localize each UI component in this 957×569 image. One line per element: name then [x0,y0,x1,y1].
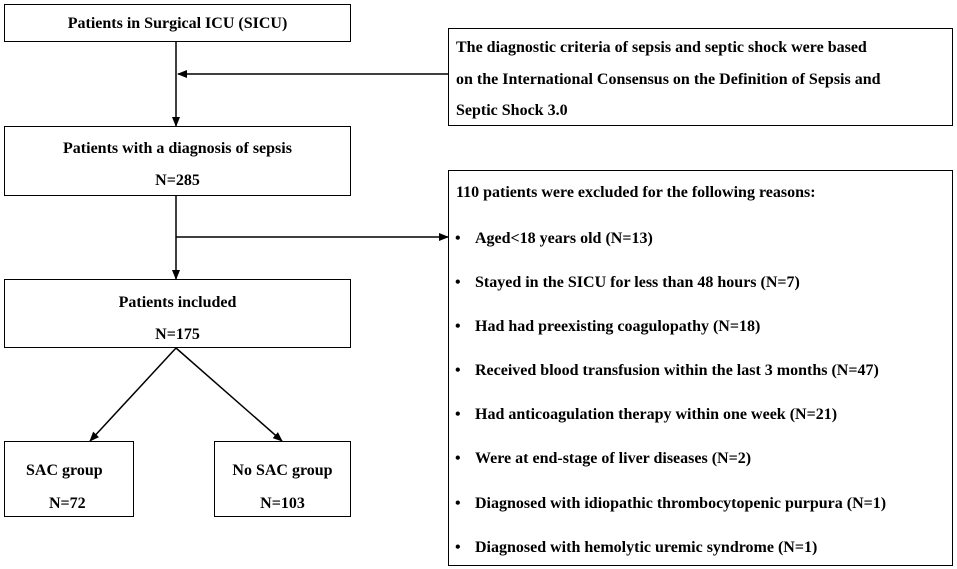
nosac-group-title: No SAC group [232,462,333,479]
sepsis-box-count: N=285 [155,172,200,189]
sac-group-count: N=72 [49,495,86,512]
included-box: Patients included N=175 [4,279,351,348]
bullet-icon: • [455,406,461,423]
exclusion-reason: • Were at end-stage of liver diseases (N=… [455,451,751,467]
exclusion-reason: • Had anticoagulation therapy within one … [455,407,837,423]
bullet-icon: • [455,362,461,379]
sepsis-box: Patients with a diagnosis of sepsis N=28… [4,126,351,196]
criteria-box: The diagnostic criteria of sepsis and se… [448,28,953,126]
nosac-group-box: No SAC group N=103 [214,441,351,517]
exclusion-reason-text: Had anticoagulation therapy within one w… [475,406,838,423]
bullet-icon: • [455,539,461,556]
arrow-included-to-nosac [175,347,283,442]
exclusion-reason-text: Had had preexisting coagulopathy (N=18) [475,318,761,335]
exclusion-reason-text: Received blood transfusion within the la… [475,362,879,379]
exclusion-reason: • Aged<18 years old (N=13) [455,231,653,247]
exclusion-reason: • Received blood transfusion within the l… [455,363,879,379]
exclusion-reason-text: Were at end-stage of liver diseases (N=2… [475,450,752,467]
included-box-count: N=175 [155,326,200,343]
bullet-icon: • [455,450,461,467]
bullet-icon: • [455,274,461,291]
exclusion-reason-text: Stayed in the SICU for less than 48 hour… [475,274,800,291]
arrow-included-to-sac [89,347,177,442]
criteria-line-1: The diagnostic criteria of sepsis and se… [456,39,867,56]
exclusion-reason-text: Diagnosed with hemolytic uremic syndrome… [475,539,818,556]
exclusion-reason: • Stayed in the SICU for less than 48 hou… [455,275,800,291]
excluded-box-title: 110 patients were excluded for the follo… [456,184,816,201]
sicu-box-title: Patients in Surgical ICU (SICU) [67,15,288,32]
sicu-box: Patients in Surgical ICU (SICU) [4,4,351,42]
bullet-icon: • [455,318,461,335]
exclusion-reason-text: Aged<18 years old (N=13) [475,230,653,247]
criteria-line-3: Septic Shock 3.0 [456,102,568,119]
sac-group-title: SAC group [26,462,103,479]
bullet-icon: • [455,495,461,512]
exclusion-reason: • Diagnosed with idiopathic thrombocytope… [455,496,886,512]
exclusion-reason: • Diagnosed with hemolytic uremic syndrom… [455,540,817,556]
exclusion-reason-text: Diagnosed with idiopathic thrombocytopen… [475,495,887,512]
nosac-group-count: N=103 [260,495,305,512]
sac-group-box: SAC group N=72 [4,441,134,517]
sepsis-box-title: Patients with a diagnosis of sepsis [63,140,292,157]
criteria-line-2: on the International Consensus on the De… [456,71,881,88]
exclusion-reason: • Had had preexisting coagulopathy (N=18) [455,319,760,335]
excluded-box: 110 patients were excluded for the follo… [448,170,953,566]
bullet-icon: • [455,230,461,247]
included-box-title: Patients included [118,294,237,311]
